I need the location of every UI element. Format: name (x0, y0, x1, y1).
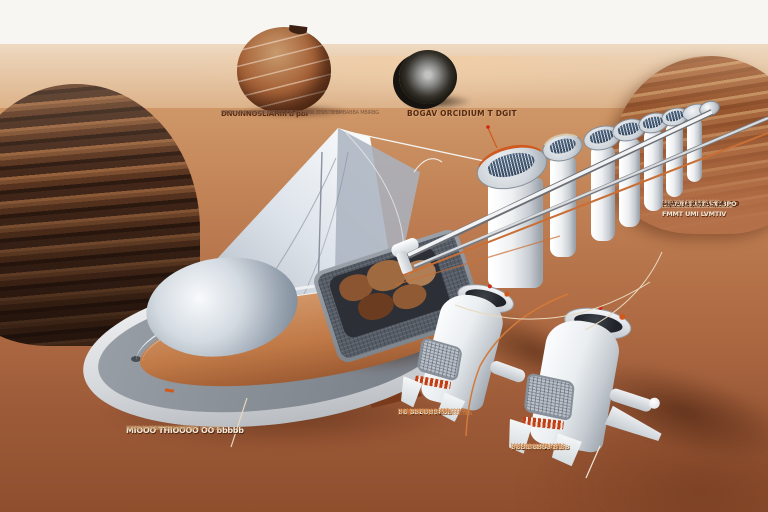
tower-6-body (666, 125, 683, 197)
label-line: BBB BBBBB B BB (511, 443, 570, 451)
boulder-notch (288, 24, 308, 36)
sky-band (0, 0, 768, 44)
tower-1-body (488, 178, 543, 288)
label-line: bbbbb bbbbb bbbb bbb (511, 443, 566, 449)
tower-7-body (687, 120, 702, 182)
label-line: bbbb bbbbbbb bbbbbbb (511, 446, 568, 452)
label-line: BBBBI BPM TIB (511, 443, 564, 451)
label-line: BB BBBBBBPBB (398, 408, 453, 416)
label-line: BOGAV ORCIDIUM T DGIT (407, 109, 517, 118)
tower-2-body (550, 157, 576, 257)
label-line: bbbbb bbbbb b bbbbb bbb bb (398, 408, 468, 414)
tower-4-body (619, 139, 640, 227)
deck-port (131, 356, 141, 362)
label-line: BBBBB BB BBBBB BB BBBBBB BB (126, 426, 196, 431)
label-line: DNUINNOSLIAHm b pbi (221, 110, 308, 118)
label-line: IM IBBBBBBM (511, 443, 559, 451)
label-line: bbbbbbb bbbbb bbbb (511, 443, 562, 449)
label-line: bbbbb bb bbbbbb bbbbbbb bbb (398, 411, 472, 417)
lens-sphere (399, 50, 457, 104)
label-line: bbbb bbbb bbb bbbbb bbbb (662, 200, 721, 205)
label-line: PPPPT BPPPPPB B'BPL OOOPS (126, 426, 195, 432)
tower-3-body (591, 147, 615, 241)
rover-machine-b (505, 297, 672, 484)
label-line: EEPOIB (398, 408, 426, 416)
label-line: BB TBBT I BB (398, 408, 444, 416)
label-line: BRIIBI MNBNBIBBIBTHBNBBIBB PUBDBIL THZI … (221, 110, 379, 116)
label-line: bbbbb bbb bbbb bbbb (398, 408, 450, 414)
floating-striped-boulder (237, 24, 331, 113)
label-line: BIBIBIBP MMBPT BB V BYB I BIB B BI BBBP (126, 426, 224, 432)
label-line: FMMT UMI LVMTIV (662, 210, 727, 218)
tower-5-body (644, 131, 663, 211)
label-line: BIBBIBI BBI BIBBIBBIBBI BIBIBIBII BI BIB… (221, 110, 343, 116)
label-line: MIOOO THIOOOO OO bbbbb (126, 426, 244, 435)
label-line: bbbb bb bbbbb bb bbbbb bbbb (398, 408, 471, 414)
label-line: bbb bbbbbbbb bbbbbbbb bbbbbb (662, 205, 733, 210)
